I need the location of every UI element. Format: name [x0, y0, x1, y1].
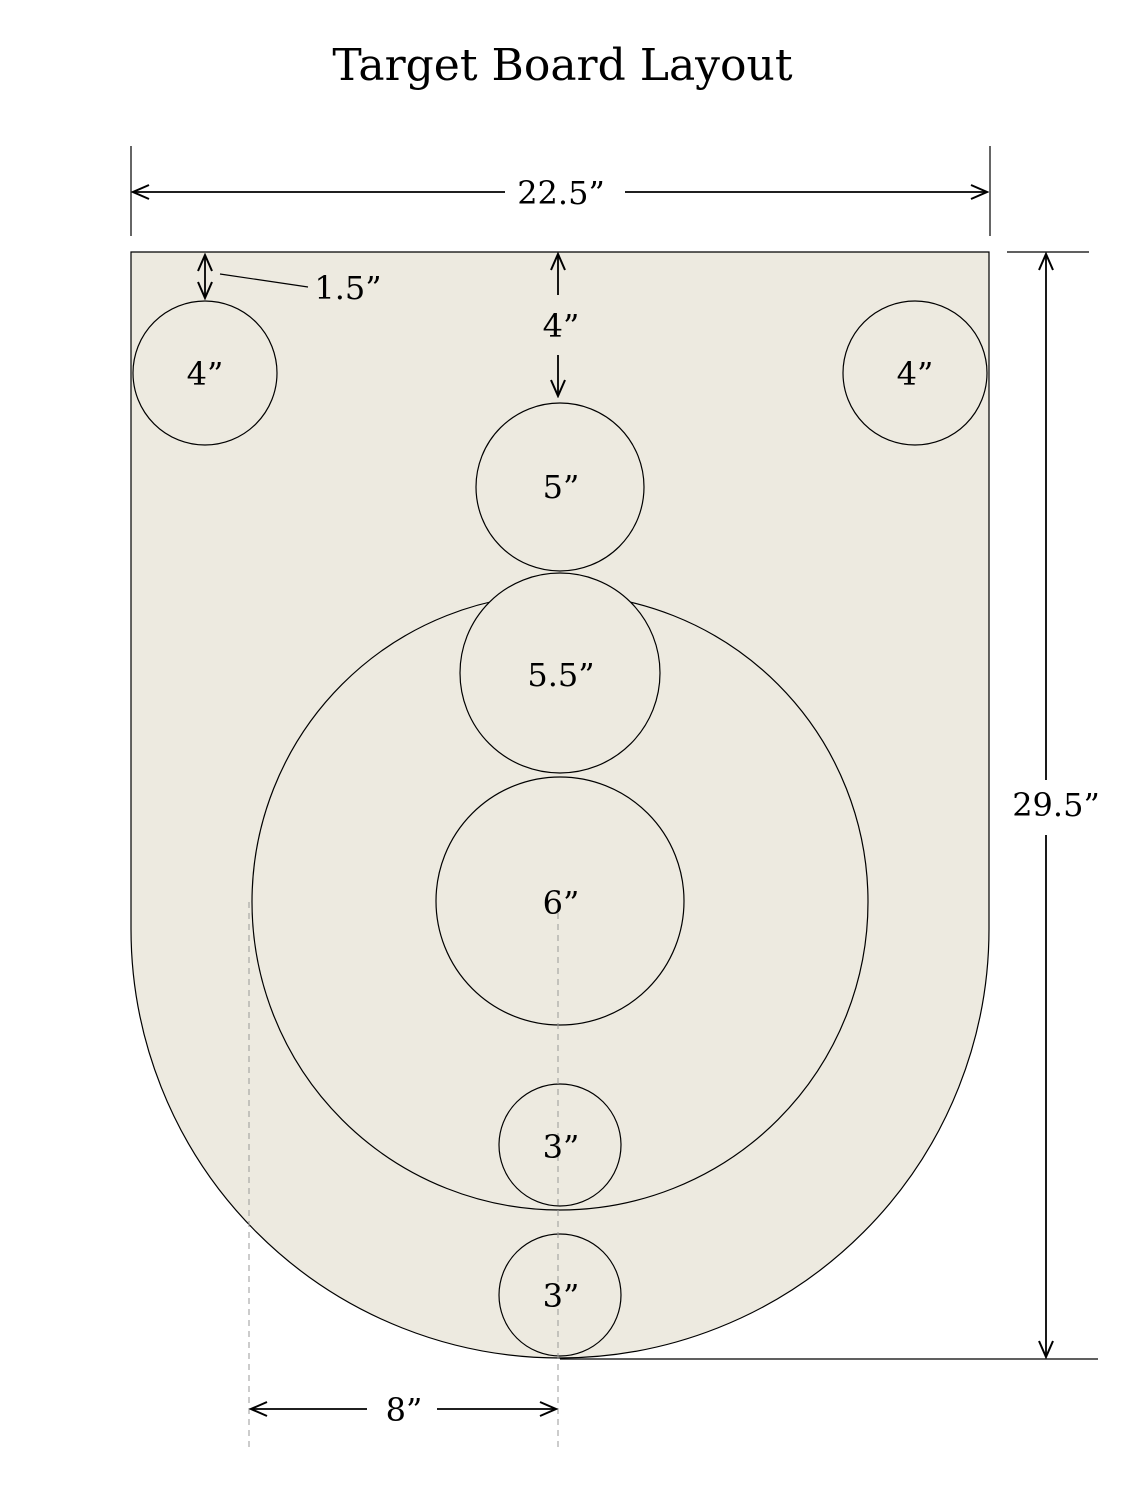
target-center-lower — [498, 1083, 622, 1207]
top-margin-leader — [219, 273, 309, 288]
center-offset-label: 4” — [543, 307, 580, 345]
target-top-right — [842, 300, 988, 446]
target-center-upper-label: 5.5” — [527, 656, 594, 694]
bottom-offset-label: 8” — [386, 1391, 423, 1429]
target-top-left-label: 4” — [187, 355, 224, 393]
target-center-bottom — [498, 1233, 622, 1357]
target-top-left — [132, 300, 278, 446]
page-title: Target Board Layout — [332, 40, 793, 91]
target-center-upper — [459, 572, 661, 774]
width-label: 22.5” — [517, 174, 605, 212]
target-center-middle-label: 6” — [543, 884, 580, 922]
height-label: 29.5” — [1012, 786, 1100, 824]
target-center-top — [475, 402, 645, 572]
target-center-middle — [435, 776, 685, 1026]
target-center-bottom-label: 3” — [543, 1277, 580, 1315]
target-top-right-label: 4” — [897, 355, 934, 393]
board-outline — [130, 251, 990, 1359]
target-center-top-label: 5” — [543, 468, 580, 506]
target-center-lower-label: 3” — [543, 1128, 580, 1166]
top-margin-label: 1.5” — [314, 269, 381, 307]
